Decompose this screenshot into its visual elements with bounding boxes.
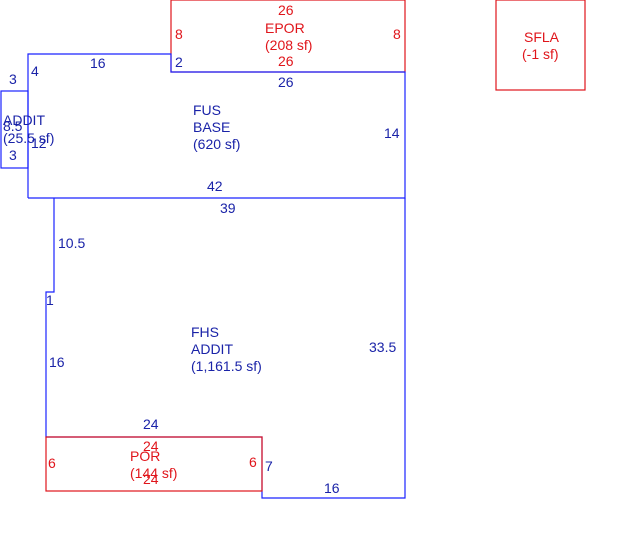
fhs-area: (1,161.5 sf)	[191, 358, 262, 374]
addit-dim-mid-b: 12	[31, 135, 47, 151]
fhs-dim-por-top: 24	[143, 416, 159, 432]
fhs-dim-top: 39	[220, 200, 236, 216]
fus-dim-right: 14	[384, 125, 400, 141]
epor-dim-right: 8	[393, 26, 401, 42]
addit-dim-bottom: 3	[9, 147, 17, 163]
por-dim-right: 6	[249, 454, 257, 470]
fus-name-1: FUS	[193, 102, 221, 118]
fhs-dim-left-lower: 16	[49, 354, 65, 370]
epor-dim-bottom: 26	[278, 53, 294, 69]
sfla-area: (-1 sf)	[522, 46, 559, 62]
epor-name: EPOR	[265, 20, 305, 36]
fhs-dim-bottom: 16	[324, 480, 340, 496]
addit-name: ADDIT	[3, 112, 45, 128]
fus-dim-top-left: 16	[90, 55, 106, 71]
fhs-dim-left-upper: 10.5	[58, 235, 85, 251]
epor-dim-top: 26	[278, 2, 294, 18]
por-name: POR	[130, 448, 160, 464]
sfla-outline	[495, 0, 586, 91]
por-outline	[45, 436, 263, 492]
fhs-dim-notch: 7	[265, 458, 273, 474]
addit-dim-top: 3	[9, 71, 17, 87]
fus-dim-bottom: 42	[207, 178, 223, 194]
fus-area: (620 sf)	[193, 136, 240, 152]
fus-dim-left: 4	[31, 63, 39, 79]
fus-dim-top-right: 26	[278, 74, 294, 90]
epor-area: (208 sf)	[265, 37, 312, 53]
por-area: (144 sf)	[130, 465, 177, 481]
fhs-dim-right: 33.5	[369, 339, 396, 355]
fus-dim-step: 2	[175, 54, 183, 70]
fus-name-2: BASE	[193, 119, 230, 135]
fhs-name-2: ADDIT	[191, 341, 233, 357]
addit-area: (25.5 sf)	[3, 130, 54, 146]
addit-small-outline	[0, 90, 29, 169]
sfla-name: SFLA	[524, 29, 560, 45]
por-dim-left: 6	[48, 455, 56, 471]
epor-dim-left: 8	[175, 26, 183, 42]
fhs-dim-step: 1	[46, 292, 54, 308]
fhs-name-1: FHS	[191, 324, 219, 340]
addit-dim-mid-a: 8.5	[3, 118, 23, 134]
por-dim-bottom: 24	[143, 471, 159, 487]
por-dim-top: 24	[143, 438, 159, 454]
